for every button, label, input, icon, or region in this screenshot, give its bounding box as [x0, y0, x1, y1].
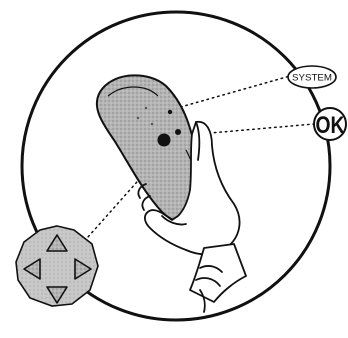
system-button-callout: SYSTEM [288, 66, 336, 88]
ok-button-callout: OK [314, 108, 346, 140]
system-button-on-remote [168, 110, 172, 114]
leader-line-system [170, 76, 290, 110]
system-label: SYSTEM [292, 73, 332, 84]
small-button-on-remote [175, 129, 181, 135]
ok-label: OK [316, 112, 346, 139]
dpad-icon [16, 226, 98, 306]
ok-button-on-remote [158, 134, 171, 147]
leader-line-dpad [80, 174, 144, 246]
